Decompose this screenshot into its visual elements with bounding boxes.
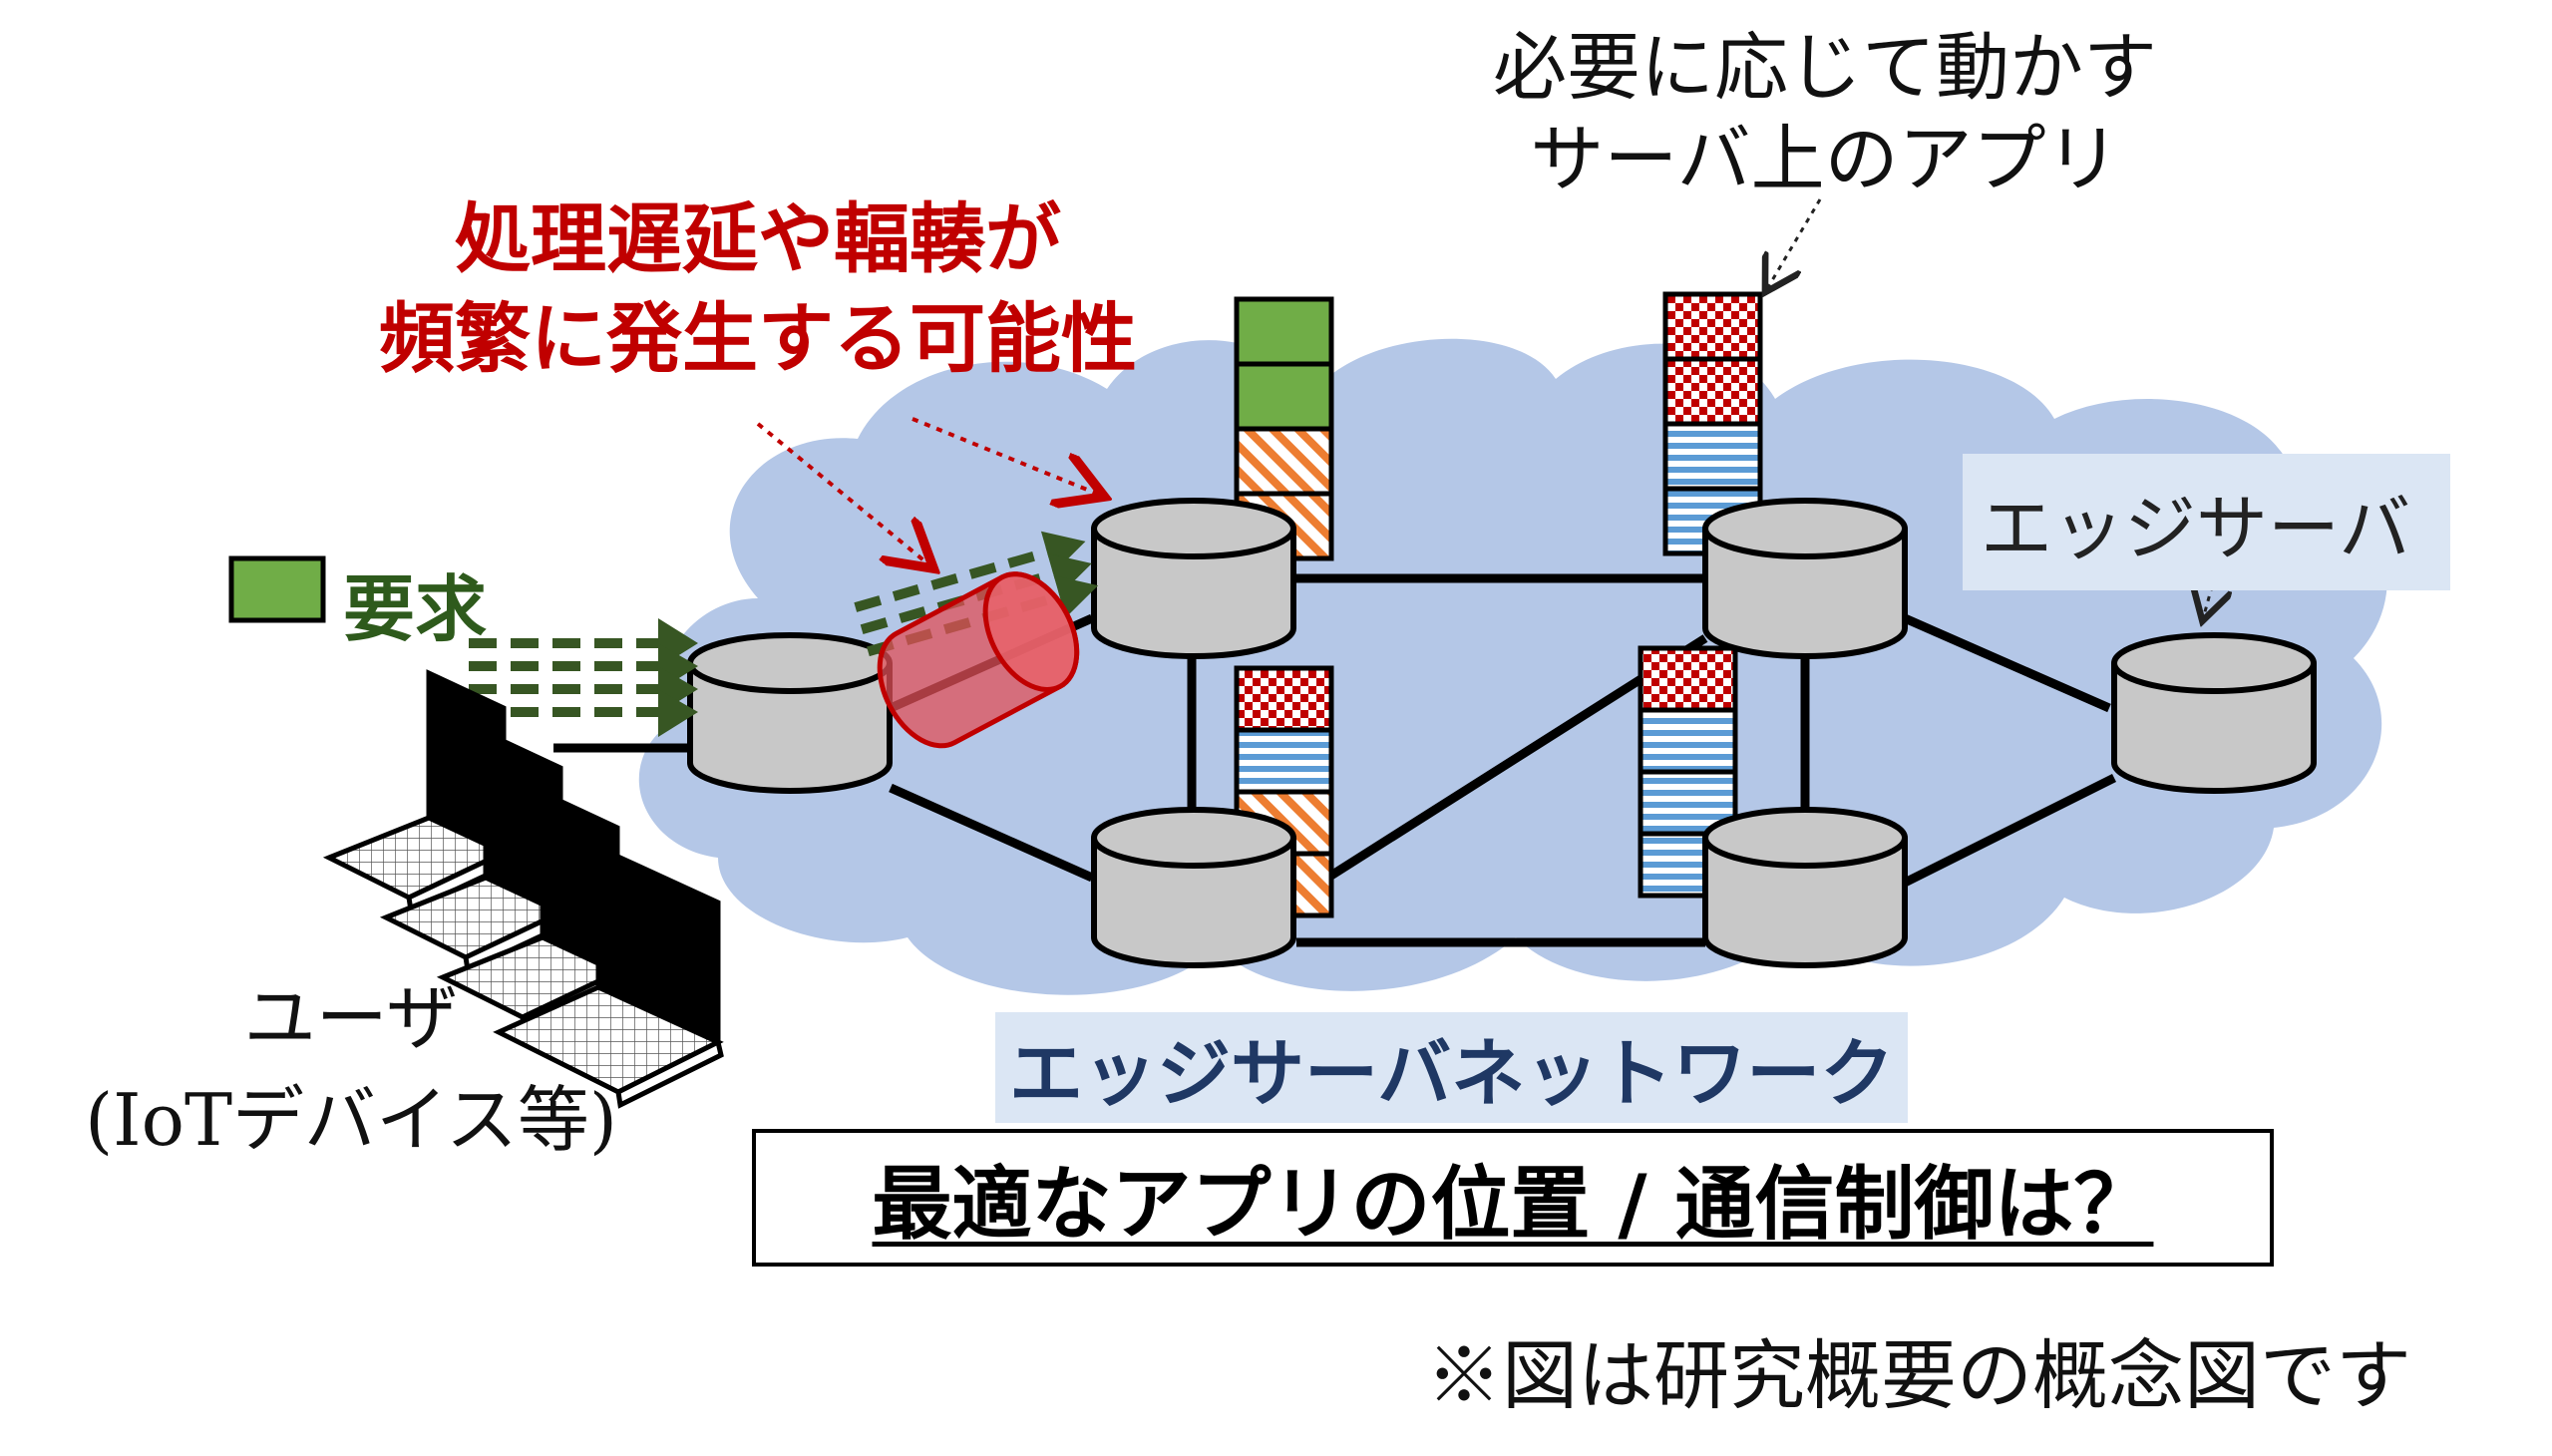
- request-flow-1-heads: [658, 618, 698, 737]
- legend-request-swatch: [228, 555, 326, 623]
- app-annotation-line-1: 必要に応じて動かす: [1493, 25, 2157, 111]
- user-label: ユーザ (IoTデバイス等): [42, 967, 660, 1171]
- user-laptops: [322, 669, 724, 1109]
- request-flow-1: [469, 638, 678, 717]
- question-box: 最適なアプリの位置 / 通信制御は？: [752, 1129, 2274, 1267]
- server-d: [1702, 498, 1908, 659]
- footnote: ※図は研究概要の概念図です: [1426, 1331, 2411, 1420]
- app-annotation-line-2: サーバ上のアプリ: [1530, 117, 2120, 202]
- delay-arrows: [756, 417, 1097, 563]
- user-label-line-2: (IoTデバイス等): [85, 1078, 617, 1162]
- app-annotation: 必要に応じて動かす サーバ上のアプリ: [1436, 22, 2214, 205]
- server-e: [1702, 807, 1908, 968]
- network-label: エッジサーバネットワーク: [995, 1012, 1909, 1123]
- delay-annotation: 処理遅延や輻輳が 頻繁に発生する可能性: [329, 189, 1187, 389]
- server-b: [1091, 498, 1296, 659]
- edge-server-label: エッジサーバ: [1963, 454, 2451, 590]
- server-f: [2111, 632, 2317, 794]
- server-c: [1091, 807, 1296, 968]
- server-a: [687, 632, 893, 794]
- laptop-icon: [493, 844, 724, 1109]
- question-text: 最適なアプリの位置 / 通信制御は？: [872, 1158, 2154, 1251]
- delay-annotation-line-1: 処理遅延や輻輳が: [455, 194, 1061, 283]
- laptop-icon: [322, 669, 510, 914]
- legend-request-label: 要求: [343, 567, 488, 651]
- congestion-ring: [877, 571, 1080, 749]
- app-annotation-arrow: [1768, 198, 1822, 287]
- user-label-line-1: ユーザ: [243, 976, 459, 1060]
- delay-annotation-line-2: 頻繁に発生する可能性: [379, 294, 1137, 383]
